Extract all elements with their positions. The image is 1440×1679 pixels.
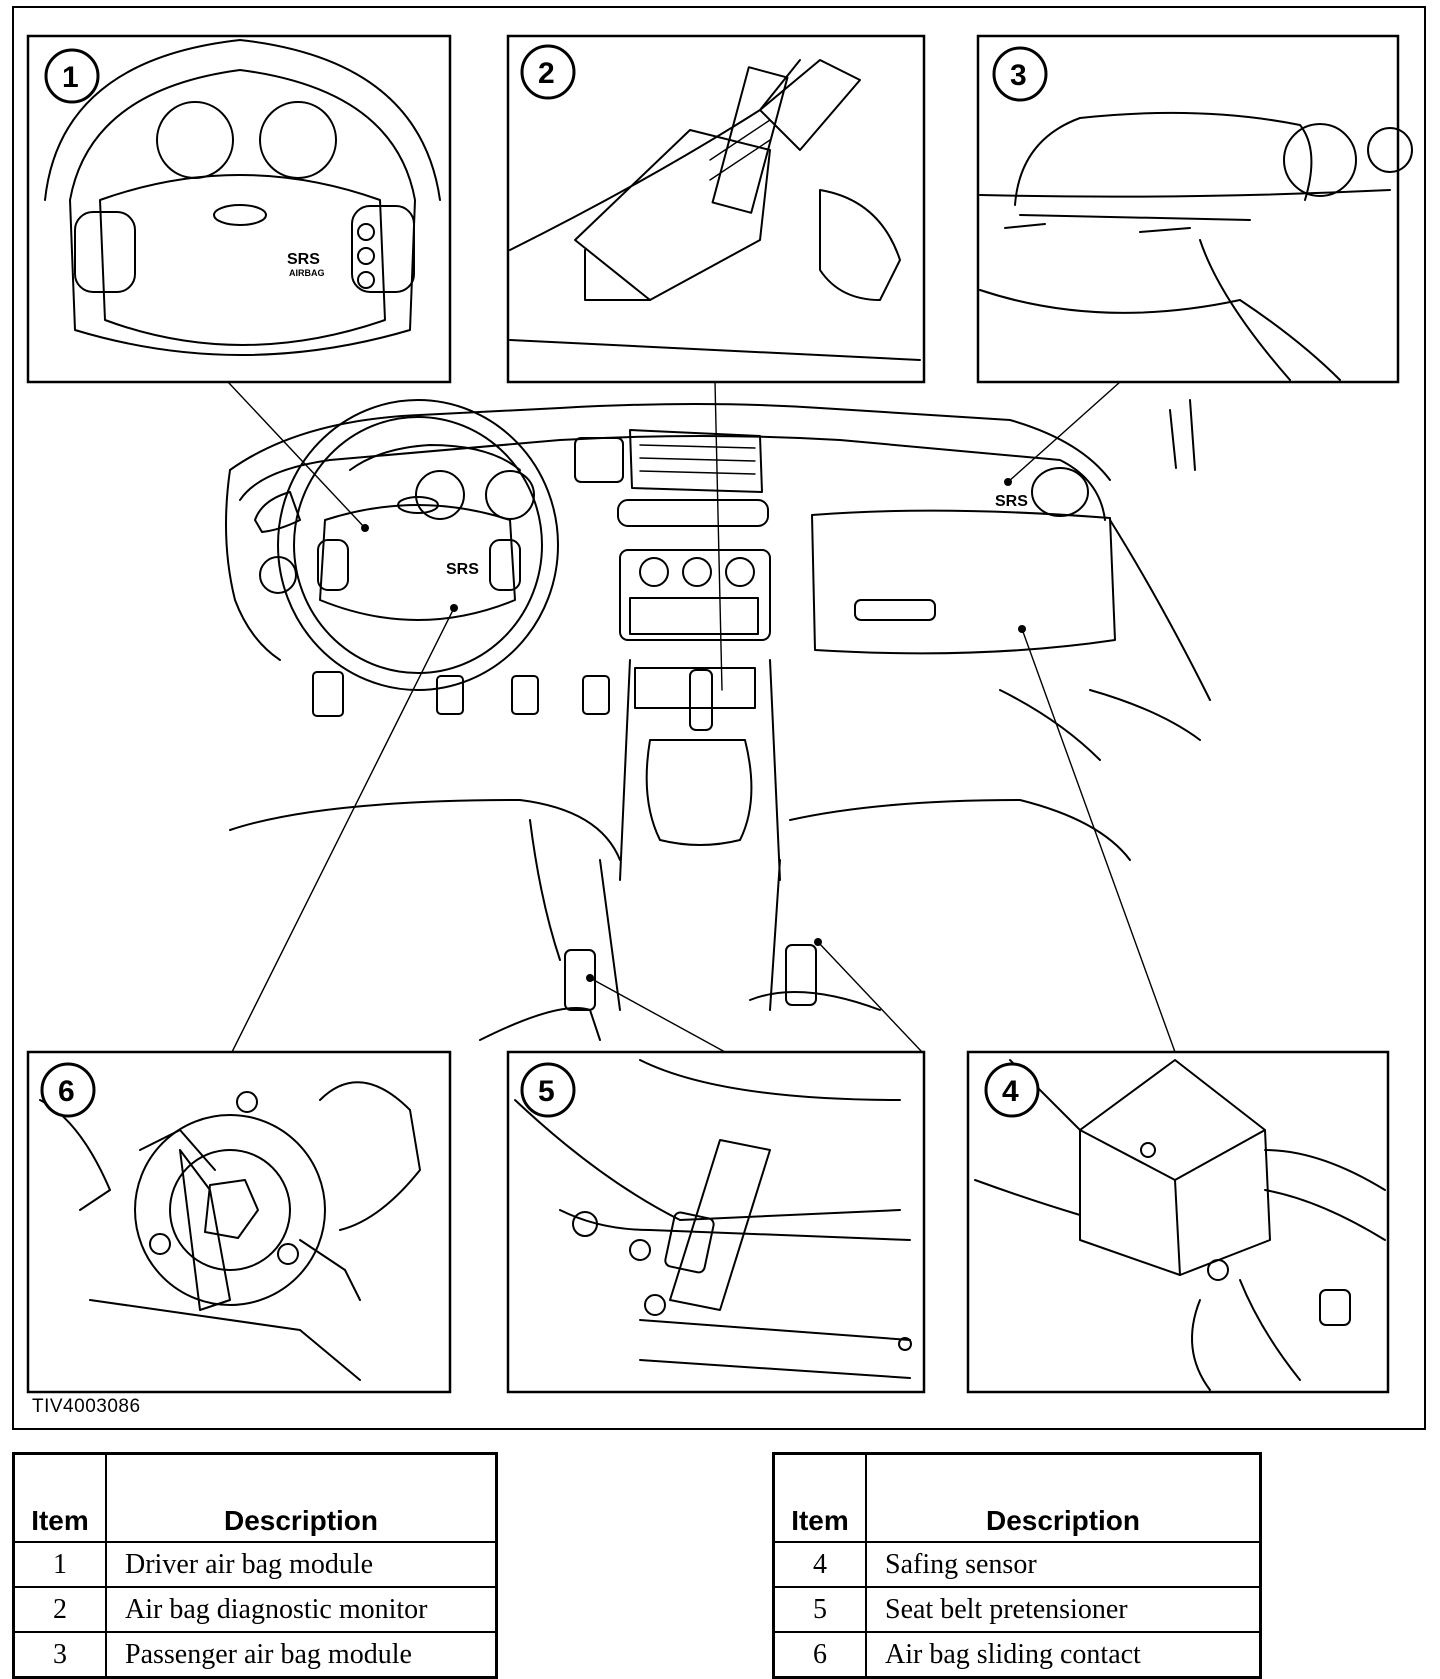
item-cell: 3 [12, 1631, 107, 1679]
table-header-row: Item Description [772, 1452, 1262, 1543]
table-row: 5 Seat belt pretensioner [772, 1586, 1262, 1633]
panel-1-srs-badge: SRS [287, 251, 320, 268]
panel-5-label: 5 [538, 1075, 555, 1108]
panel-1-airbag-badge: AIRBAG [289, 268, 325, 278]
panel-3-passenger-airbag: 3 [976, 34, 1413, 384]
panel-5-pretensioner: 5 [506, 1050, 926, 1394]
parts-table-left: Item Description 1 Driver air bag module… [12, 1452, 498, 1679]
panel-4-label: 4 [1002, 1075, 1019, 1108]
steering-srs-badge: SRS [446, 561, 479, 578]
table-header-row: Item Description [12, 1452, 498, 1543]
table-row: 1 Driver air bag module [12, 1541, 498, 1588]
panel-1-driver-airbag: SRS AIRBAG 1 [26, 34, 452, 384]
airbag-system-illustration: SRS SRS [26, 34, 1413, 1394]
description-header: Description [105, 1452, 498, 1543]
panel-4-safing-sensor: 4 [966, 1050, 1390, 1394]
description-header: Description [865, 1452, 1262, 1543]
item-cell: 5 [772, 1586, 867, 1633]
leader-lines [227, 381, 1176, 1053]
diagram-frame [12, 6, 1426, 1430]
dash-srs-badge: SRS [995, 493, 1028, 510]
item-cell: 6 [772, 1631, 867, 1679]
table-row: 6 Air bag sliding contact [772, 1631, 1262, 1679]
panel-6-sliding-contact: 6 [26, 1050, 452, 1394]
table-row: 4 Safing sensor [772, 1541, 1262, 1588]
item-cell: 4 [772, 1541, 867, 1588]
description-cell: Driver air bag module [105, 1541, 498, 1588]
item-cell: 1 [12, 1541, 107, 1588]
panel-3-label: 3 [1010, 59, 1027, 92]
description-cell: Air bag sliding contact [865, 1631, 1262, 1679]
panel-2-diagnostic-monitor: 2 [506, 34, 926, 384]
panel-6-label: 6 [58, 1075, 75, 1108]
panel-1-label: 1 [62, 61, 79, 94]
figure-id: TIV4003086 [32, 1396, 141, 1417]
item-cell: 2 [12, 1586, 107, 1633]
description-cell: Seat belt pretensioner [865, 1586, 1262, 1633]
panel-2-label: 2 [538, 57, 555, 90]
description-cell: Safing sensor [865, 1541, 1262, 1588]
item-header: Item [772, 1452, 867, 1543]
table-row: 2 Air bag diagnostic monitor [12, 1586, 498, 1633]
parts-table-right: Item Description 4 Safing sensor 5 Seat … [772, 1452, 1262, 1679]
description-cell: Air bag diagnostic monitor [105, 1586, 498, 1633]
table-row: 3 Passenger air bag module [12, 1631, 498, 1679]
description-cell: Passenger air bag module [105, 1631, 498, 1679]
item-header: Item [12, 1452, 107, 1543]
